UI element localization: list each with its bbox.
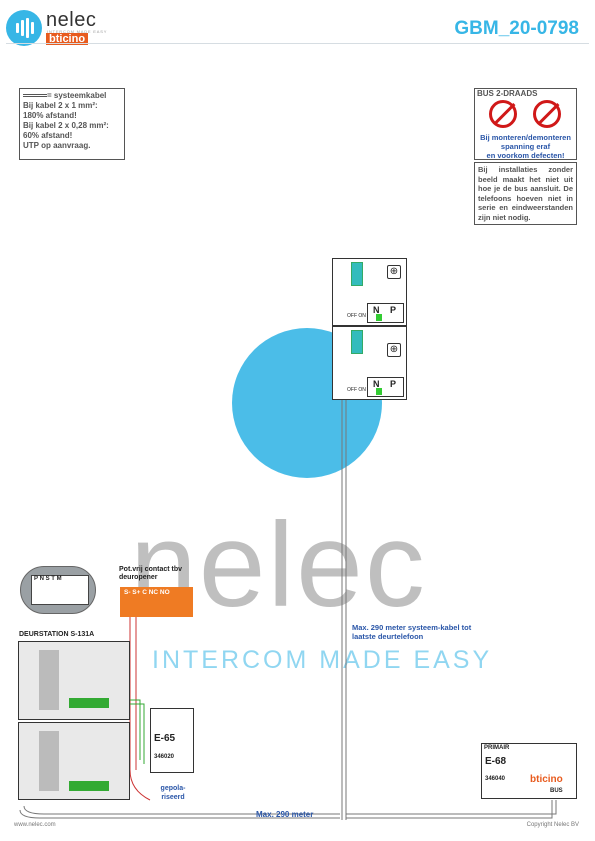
switch-label: OFF ON [347,387,366,393]
terminal-label: T [51,576,55,582]
e65-code: 346020 [154,754,175,760]
partner-logo: bticino [46,33,89,45]
n-label: N [373,305,380,315]
terminal-label: P [34,576,38,582]
terminal-block [351,262,363,286]
warning-line: spanning eraf [500,142,551,151]
door-station-module-2 [18,722,130,800]
psu-primary-label: PRIMAIR [484,745,510,751]
psu-brand: bticino [530,774,563,785]
cable-note: = systeemkabel Bij kabel 2 x 1 mm²: 180%… [19,88,125,160]
cable-note-line: Bij kabel 2 x 1 mm²: [23,101,98,110]
polarized-note: gepola-riseerd [160,785,186,801]
relay-module: S- S+ C NC NO [120,587,193,617]
brand-tagline: INTERCOM MADE EASY [47,29,108,34]
n-label: N [373,379,380,389]
relay-label: Pot.vrij contact tbv deuropener [119,566,183,581]
p-label: P [390,379,397,389]
plug-icon: ⊕ [387,343,401,357]
psu-bus-label: BUS [550,788,563,794]
switch-label: OFF ON [347,313,366,319]
warning-line: Bij monteren/demonteren [480,133,571,142]
cable-note-line: 60% afstand! [23,131,73,140]
cable-note-line: 180% afstand! [23,111,77,120]
header-divider [6,43,589,44]
bus-title: BUS 2-DRAADS [477,89,538,98]
plug-icon: ⊕ [387,265,401,279]
switch-indicator [376,314,382,321]
bus-warning-text: Bij monteren/demonteren spanning eraf en… [475,133,576,160]
psu-bus-wire [346,800,557,819]
terminal-label: M [56,576,62,582]
psu-model: E-68 [485,756,507,767]
footer-website: www.nelec.com [14,822,56,828]
relay-terminals: S- S+ C NC NO [124,589,170,596]
watermark-tagline: INTERCOM MADE EASY [152,646,493,674]
cable-note-title: = systeemkabel [47,91,107,100]
nelec-logo-icon [6,10,42,46]
terminal-label: N [39,576,44,582]
document-code: GBM_20-0798 [454,18,579,39]
power-supply: PRIMAIR E-68 346040 bticino BUS [481,743,577,799]
e65-label: E-65 [154,733,176,744]
warning-line: en voorkom defecten! [486,151,565,160]
terminal-block [351,330,363,354]
max-systeem-label: Max. 290 meter systeem-kabel tot laatste… [352,623,472,641]
footer-copyright: Copyright Nelec BV [526,822,579,828]
no-plug-icon [489,100,517,128]
switch-indicator [376,388,382,395]
bus-warning-box: BUS 2-DRAADS Bij monteren/demonteren spa… [474,88,577,160]
cable-note-line: UTP op aanvraag. [23,141,91,150]
main-bus-wire [19,805,340,819]
psu-code: 346040 [485,776,506,782]
terminal-zoom: P N S T M [20,566,96,614]
cable-note-line: Bij kabel 2 x 0,28 mm²: [23,121,109,130]
door-station-label: DEURSTATION S-131A [19,631,95,638]
terminal-label: S [45,576,50,582]
p-label: P [390,305,397,315]
installation-note: Bij installaties zonder beeld maakt het … [474,162,577,225]
brand-name: nelec [46,9,97,31]
door-station-module-1 [18,641,130,720]
relay-wire [129,612,151,801]
max-290-label: Max. 290 meter [256,810,314,819]
no-power-icon [533,100,561,128]
e65-module: E-65 346020 [150,708,194,773]
